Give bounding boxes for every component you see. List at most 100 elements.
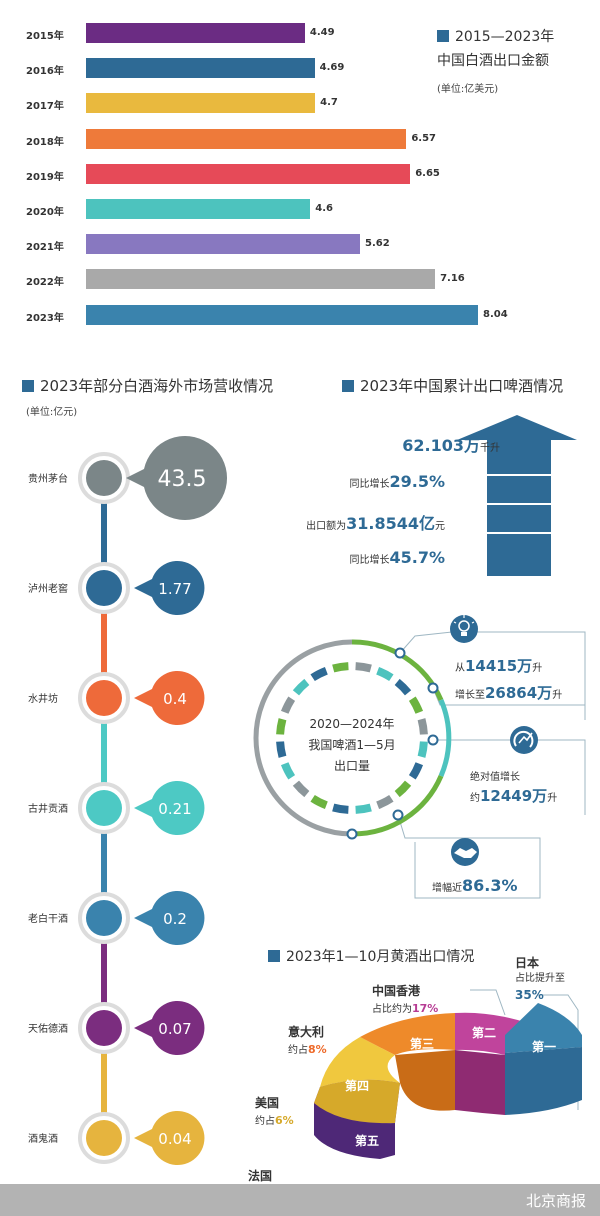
ring-segment [394, 780, 412, 798]
outer-gray-arc [253, 639, 353, 837]
rank-1-segment [505, 1003, 582, 1053]
ring-dot [394, 647, 406, 659]
ring-segment [332, 662, 349, 673]
up-arrow-shape [457, 415, 577, 576]
chart2-unit: (单位:亿元) [26, 407, 78, 418]
to-line: 增长至26864万升 [455, 684, 563, 702]
value-bubble [134, 671, 205, 725]
chain-connector [101, 1028, 107, 1138]
brand-label: 泸州老窖 [28, 582, 68, 595]
bead [86, 570, 122, 606]
rank-4-segment [320, 1037, 400, 1087]
export-bar [86, 23, 305, 43]
ring-segment [276, 741, 287, 758]
export-bar [86, 93, 316, 114]
chart1-title-line2: 中国白酒出口金额 [437, 53, 549, 69]
brand-logo-text: 北京商报 [525, 1192, 586, 1210]
export-bar [86, 269, 436, 290]
bead [86, 460, 122, 496]
label-hongkong: 中国香港 占比约为17% [372, 984, 439, 1015]
growth-icon [510, 726, 538, 754]
rank-4-segment-side [314, 1079, 400, 1124]
value-bubble [134, 890, 205, 945]
beer-arrow-graphic [457, 415, 577, 576]
value-bubble [134, 1111, 205, 1165]
ring-center-line2: 我国啤酒1—5月 [308, 737, 395, 752]
bar-value-label: 4.49 [309, 27, 335, 38]
year-label: 2016年 [26, 66, 64, 78]
from-value: 14415万 [465, 657, 533, 675]
chart1-legend: 2015—2023年 中国白酒出口金额 (单位:亿美元) [437, 26, 597, 95]
ring-segment [408, 696, 424, 714]
value-label: 0.2 [163, 910, 187, 928]
ring-segment [280, 696, 296, 714]
ring-center-line1: 2020—2024年 [309, 717, 394, 731]
segmented-ring [276, 662, 428, 814]
rank-3-segment-side [395, 1050, 455, 1111]
rate-line: 增幅近86.3% [432, 876, 518, 895]
brand-label: 天佑德酒 [28, 1022, 68, 1035]
value-label: 0.21 [158, 800, 191, 818]
abs-label: 绝对值增长 [470, 772, 520, 783]
arrow-divider [487, 532, 551, 534]
beer-yoy1-label: 同比增长 [349, 479, 390, 490]
ring-segment [332, 803, 349, 814]
chart1-unit: (单位:亿美元) [437, 84, 499, 95]
year-label: 2022年 [26, 277, 64, 289]
rank-label-1: 第一 [532, 1039, 556, 1054]
ring-center-line3: 出口量 [334, 759, 370, 773]
value-label: 0.4 [163, 690, 187, 708]
brand-label: 老白干酒 [28, 912, 68, 925]
ring-segment [280, 762, 296, 780]
ring-segment [355, 803, 372, 814]
beer-volume-unit: 千升 [480, 443, 500, 454]
beer-volume-value: 62.103万 [402, 436, 480, 455]
beer-yoy2-line: 同比增长45.7% [349, 548, 445, 567]
chart3-title: 2023年1—10月黄酒出口情况 [268, 946, 474, 966]
ring-segment [292, 678, 310, 696]
chain-connector [101, 478, 107, 588]
from-line: 从14415万升 [455, 657, 543, 675]
arrow-divider [487, 474, 551, 476]
chart2-title: 2023年部分白酒海外市场营收情况 [22, 375, 273, 396]
bead [86, 790, 122, 826]
year-label: 2018年 [26, 136, 64, 148]
beer-yoy2-label: 同比增长 [349, 555, 390, 566]
bead [86, 1120, 122, 1156]
export-bar [86, 163, 411, 184]
export-bar [86, 234, 360, 255]
label-italy: 意大利 约占8% [288, 1025, 327, 1056]
green-arc [351, 775, 444, 837]
chain-connector [101, 918, 107, 1028]
export-bar [86, 58, 315, 79]
legend-square [268, 950, 280, 962]
value-label: 1.77 [158, 580, 191, 598]
rank-3-segment [360, 1013, 455, 1055]
beer-growth-ring-graphic: 2020—2024年 我国啤酒1—5月 出口量 [253, 615, 586, 899]
export-bar [86, 128, 407, 149]
beer-amount-line: 出口额为31.8544亿元 [306, 510, 445, 534]
ring-segment [292, 780, 310, 798]
bar-value-label: 5.62 [365, 238, 390, 250]
year-label: 2017年 [26, 101, 64, 113]
legend-square [22, 380, 34, 392]
brand-label: 古井贡酒 [28, 802, 68, 815]
legend-square [437, 30, 449, 42]
rank-2-segment-side [455, 1050, 505, 1115]
bar-value-label: 7.16 [440, 273, 465, 285]
ring-segment [408, 762, 424, 780]
bar-value-label: 4.7 [320, 97, 338, 109]
ring-segment [417, 718, 428, 735]
ring-segment [310, 666, 328, 682]
arrow-divider [487, 503, 551, 505]
export-bar [86, 304, 478, 325]
ring-dot [392, 809, 404, 821]
chain-connector [101, 588, 107, 698]
teal-arc [438, 699, 452, 777]
bar-value-label: 6.65 [415, 167, 440, 179]
brand-label: 水井坊 [28, 692, 58, 705]
rank-1-segment-side [505, 1047, 582, 1115]
label-usa: 美国 约占6% [255, 1096, 294, 1127]
ring-segment [355, 662, 372, 673]
